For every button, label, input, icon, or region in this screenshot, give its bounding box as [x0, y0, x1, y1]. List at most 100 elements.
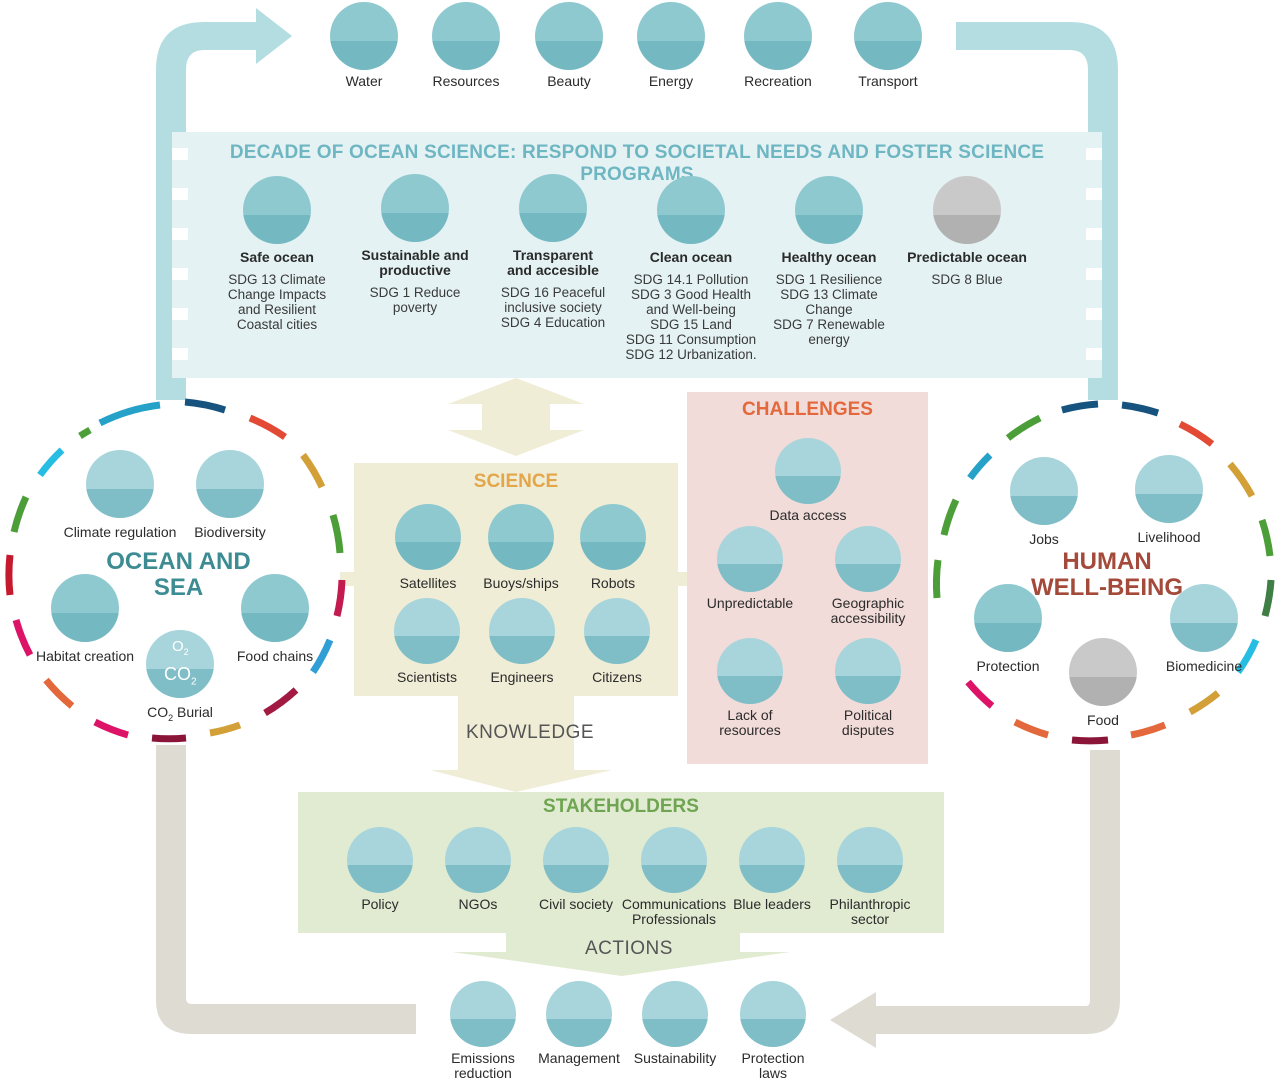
- action-sustainability: Sustainability: [620, 981, 730, 1066]
- stakeholders-title: STAKEHOLDERS: [543, 796, 699, 817]
- grey-arrow-right: [830, 750, 1120, 1048]
- underwater-robot-icon: [580, 504, 646, 570]
- palm-beach-icon: [535, 2, 603, 70]
- ocean-item-label: Food chains: [236, 648, 314, 664]
- crystal-ball-icon: [933, 176, 1001, 244]
- pointing-hands-icon: [835, 638, 901, 704]
- seafood-icon: [1069, 638, 1137, 706]
- action-label: Management: [538, 1050, 620, 1066]
- actions-arrow: [452, 933, 790, 976]
- handshake-heart-icon: [445, 827, 511, 893]
- human-item-livelihood: Livelihood: [1119, 455, 1219, 545]
- human-item-label: Protection: [976, 658, 1040, 674]
- human-item-label: Food: [1087, 712, 1119, 728]
- stakeholder-blue-leaders: Blue leaders: [712, 827, 832, 912]
- no-coins-icon: [717, 638, 783, 704]
- computer-chart-icon: [775, 438, 841, 504]
- knowledge-label: KNOWLEDGE: [466, 722, 595, 743]
- ocean-item-habitat-creation: Habitat creation: [30, 574, 140, 664]
- fisherman-net-icon: [1010, 457, 1078, 525]
- stakeholder-label: Civil society: [539, 896, 613, 912]
- stilt-house-icon: [974, 584, 1042, 652]
- human-item-jobs: Jobs: [994, 457, 1094, 547]
- resources-jar-icon: [432, 2, 500, 70]
- dice-hand-icon: [717, 526, 783, 592]
- ocean-item-co2-burial: O2 CO2 CO2 Burial: [130, 630, 230, 723]
- buoy-ship-icon: [488, 504, 554, 570]
- wave-energy-icon: [637, 2, 705, 70]
- benefit-label: Resources: [432, 73, 500, 89]
- water-rain-icon: [330, 2, 398, 70]
- human-item-label: Jobs: [1029, 531, 1059, 547]
- science-item-label: Citizens: [592, 669, 642, 685]
- benefit-label: Transport: [858, 73, 918, 89]
- banner-notch: [1086, 228, 1102, 240]
- lawyer-document-icon: [740, 981, 806, 1047]
- turtle-crab-icon: [196, 450, 264, 518]
- grey-arrow-left: [156, 745, 416, 1034]
- swimmer-fish-icon: [519, 174, 587, 242]
- science-double-arrow: [448, 378, 584, 456]
- science-item-label: Engineers: [490, 669, 554, 685]
- clean-seafloor-icon: [657, 176, 725, 244]
- human-item-biomedicine: Biomedicine: [1154, 584, 1254, 674]
- goal-title: Clean ocean: [649, 249, 733, 265]
- action-management: Management: [524, 981, 634, 1066]
- banner-notch: [1086, 348, 1102, 360]
- managers-icon: [546, 981, 612, 1047]
- ocean-item-label: Biodiversity: [194, 524, 266, 540]
- stakeholder-civil-society: Civil society: [516, 827, 636, 912]
- science-item-label: Satellites: [399, 575, 457, 591]
- science-item-label: Robots: [590, 575, 636, 591]
- knowledge-arrow: [430, 696, 612, 792]
- goal-title: Predictable ocean: [907, 249, 1027, 265]
- citizens-fish-icon: [584, 598, 650, 664]
- banner-notch: [172, 308, 188, 320]
- podium-speaker-icon: [347, 827, 413, 893]
- goal-predictable-ocean: Predictable ocean SDG 8 Blue: [897, 176, 1037, 287]
- banner-notch: [172, 188, 188, 200]
- fish-seaweed-icon: [51, 574, 119, 642]
- fishing-boat-icon: [381, 174, 449, 242]
- woman-basket-icon: [1135, 455, 1203, 523]
- ocean-item-biodiversity: Biodiversity: [180, 450, 280, 540]
- decade-banner: [172, 132, 1102, 378]
- science-item-engineers: Engineers: [472, 598, 572, 685]
- science-item-label: Scientists: [397, 669, 457, 685]
- ocean-item-label: CO2 Burial: [147, 704, 213, 723]
- human-item-label: Livelihood: [1137, 529, 1201, 545]
- goal-transparent-accessible: Transparent and accesible SDG 16 Peacefu…: [483, 174, 623, 330]
- swimmers-icon: [744, 2, 812, 70]
- factory-icon: [450, 981, 516, 1047]
- goal-sdgs: SDG 8 Blue: [931, 272, 1003, 287]
- banner-notch: [1086, 188, 1102, 200]
- benefit-label: Water: [345, 73, 383, 89]
- benefit-resources: Resources: [411, 2, 521, 89]
- challenge-label: Data access: [769, 507, 847, 523]
- science-item-buoys-ships: Buoys/ships: [471, 504, 571, 591]
- benefit-water: Water: [309, 2, 419, 89]
- goal-title: Transparent and accesible: [507, 247, 599, 278]
- donor-heart-icon: [837, 827, 903, 893]
- stakeholder-label: NGOs: [458, 896, 498, 912]
- benefit-recreation: Recreation: [723, 2, 833, 89]
- surfer-icon: [543, 827, 609, 893]
- goal-title: Healthy ocean: [781, 249, 877, 265]
- banner-notch: [172, 348, 188, 360]
